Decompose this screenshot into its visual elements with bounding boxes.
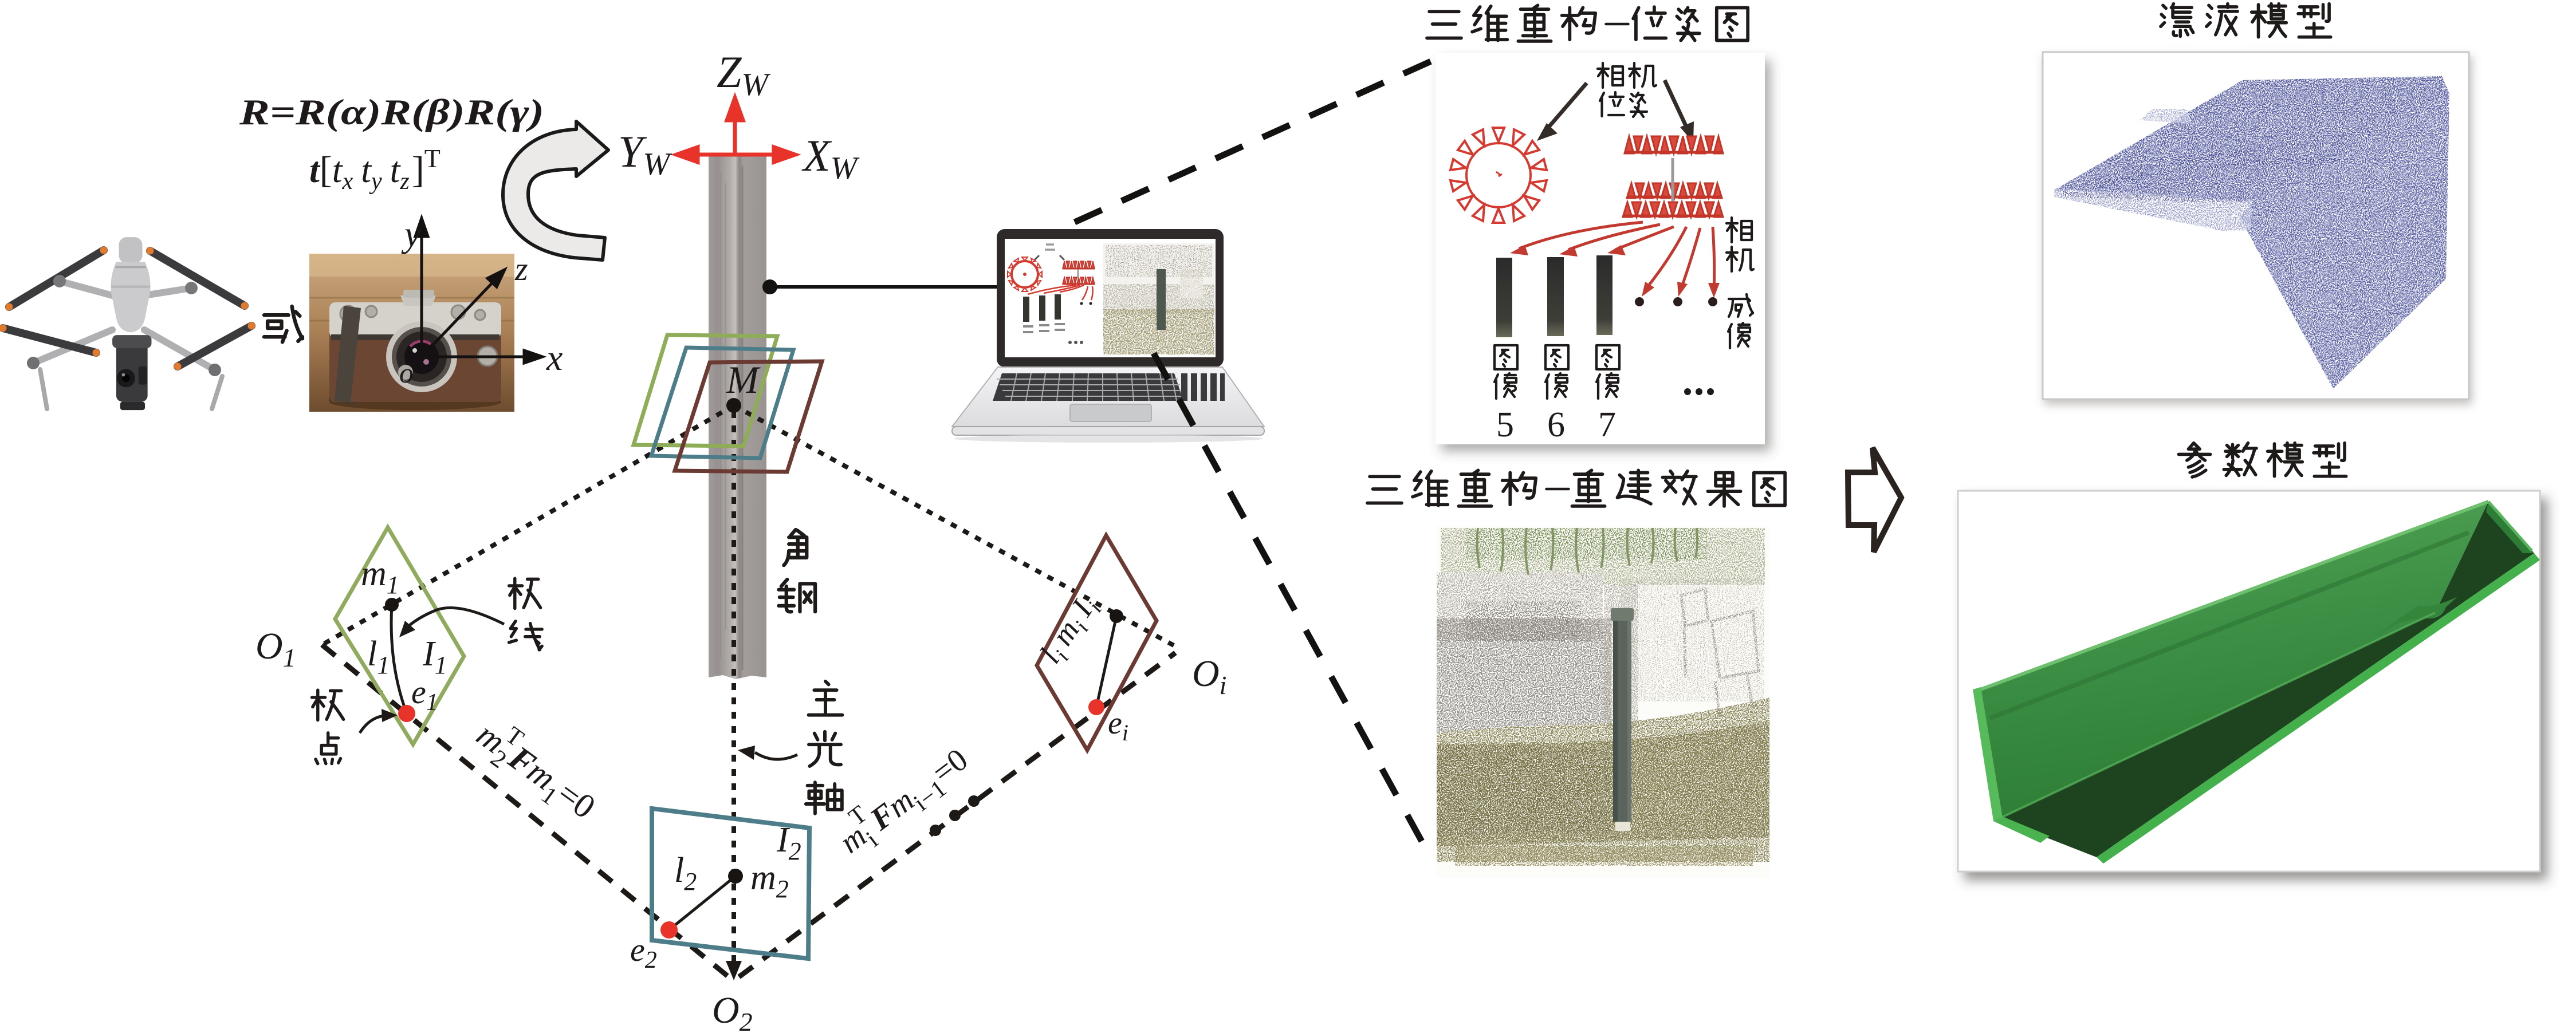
svg-text:R=R(α)R(β)R(γ): R=R(α)R(β)R(γ) bbox=[239, 92, 544, 132]
svg-text:x: x bbox=[546, 337, 563, 378]
svg-text:o: o bbox=[399, 357, 414, 389]
svg-text:M: M bbox=[726, 358, 761, 401]
svg-text:7: 7 bbox=[1598, 405, 1616, 444]
svg-text:m1: m1 bbox=[361, 554, 399, 599]
svg-text:5: 5 bbox=[1496, 405, 1514, 444]
svg-text:e2: e2 bbox=[630, 931, 657, 973]
svg-text:y: y bbox=[401, 214, 421, 254]
svg-text:6: 6 bbox=[1547, 405, 1565, 444]
svg-text:O2: O2 bbox=[712, 989, 753, 1033]
svg-text:z: z bbox=[514, 250, 528, 287]
